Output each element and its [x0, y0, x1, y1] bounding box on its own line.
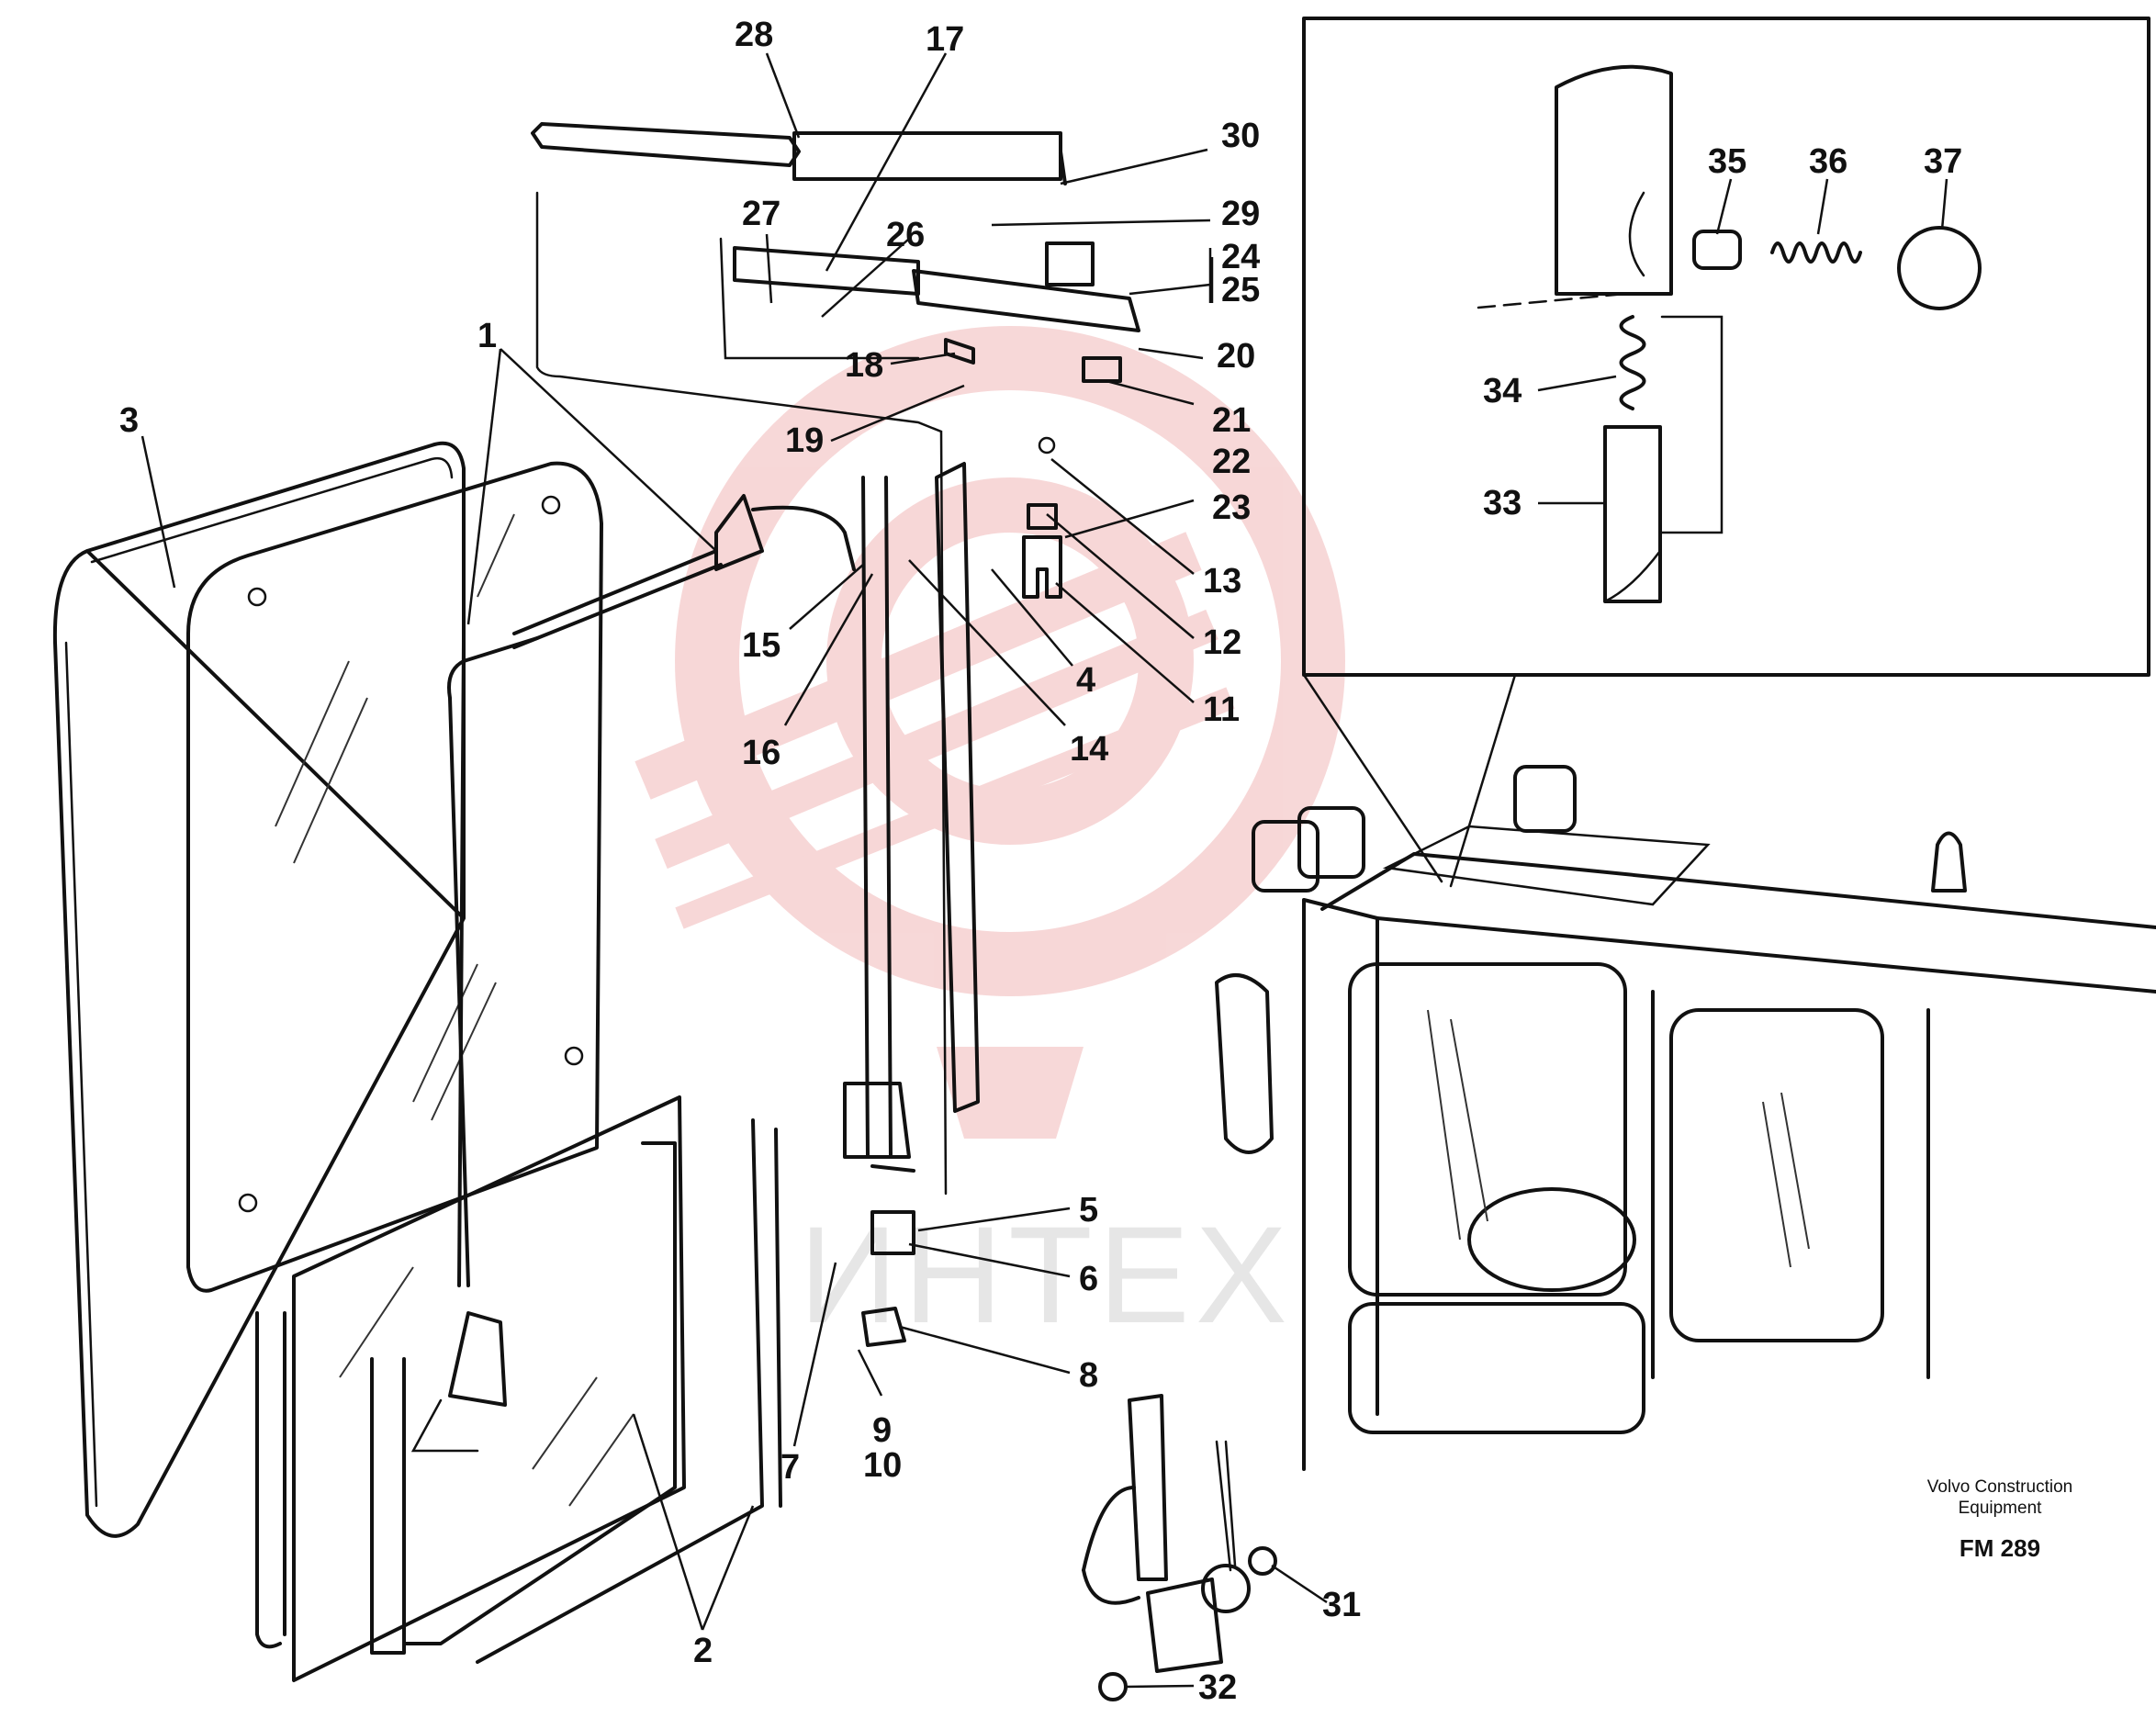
callout-9: 9 — [872, 1411, 892, 1450]
callout-26: 26 — [886, 216, 925, 254]
callout-6: 6 — [1079, 1260, 1098, 1298]
part-3-seal-frame — [52, 441, 466, 1538]
leader-lines — [140, 52, 1948, 1689]
arm-assembly — [410, 494, 856, 1453]
callout-37: 37 — [1924, 142, 1962, 181]
callout-1: 1 — [477, 317, 497, 355]
callout-33: 33 — [1483, 484, 1522, 522]
callout-31: 31 — [1322, 1586, 1361, 1624]
track-assembly — [531, 122, 1140, 1196]
callout-14: 14 — [1070, 730, 1108, 769]
detail-inset — [1302, 17, 2150, 888]
part-2-lower-glass — [255, 1095, 782, 1682]
callout-labels: 28 17 30 29 27 26 24 25 18 20 21 22 19 2… — [119, 16, 1962, 1707]
credit-line-1: Volvo Construction — [1927, 1477, 2072, 1497]
callout-32: 32 — [1198, 1668, 1237, 1707]
callout-3: 3 — [119, 401, 139, 440]
callout-12: 12 — [1203, 623, 1241, 662]
callout-29: 29 — [1221, 195, 1260, 233]
callout-7: 7 — [780, 1448, 800, 1487]
callout-16: 16 — [742, 734, 780, 772]
watermark-text: ИНТЕХ — [799, 1197, 1293, 1352]
callout-24: 24 — [1221, 238, 1260, 276]
callout-35: 35 — [1708, 142, 1746, 181]
callout-19: 19 — [785, 421, 824, 460]
callout-18: 18 — [845, 346, 883, 385]
callout-5: 5 — [1079, 1191, 1098, 1229]
figure-code: FM 289 — [1959, 1534, 2040, 1562]
callout-25: 25 — [1221, 271, 1260, 309]
callout-28: 28 — [735, 16, 773, 54]
callout-8: 8 — [1079, 1356, 1098, 1395]
callout-21: 21 — [1212, 401, 1251, 440]
callout-34: 34 — [1483, 372, 1522, 410]
watermark-logo — [634, 326, 1345, 1139]
callout-27: 27 — [742, 195, 780, 233]
callout-2: 2 — [693, 1632, 713, 1670]
callout-36: 36 — [1809, 142, 1847, 181]
callout-22: 22 — [1212, 443, 1251, 481]
callout-10: 10 — [863, 1446, 902, 1485]
callout-15: 15 — [742, 626, 780, 665]
hinge-assembly — [1082, 1394, 1277, 1701]
credit-block: Volvo Construction Equipment FM 289 — [1927, 1477, 2072, 1562]
callout-13: 13 — [1203, 562, 1241, 601]
part-1-upper-glass — [186, 461, 603, 1293]
callout-23: 23 — [1212, 488, 1251, 527]
callout-30: 30 — [1221, 117, 1260, 155]
callout-4: 4 — [1076, 661, 1095, 700]
cab-drawing — [1215, 765, 2156, 1471]
callout-11: 11 — [1203, 690, 1240, 729]
credit-line-2: Equipment — [1959, 1499, 2043, 1518]
callout-20: 20 — [1217, 337, 1255, 376]
callout-17: 17 — [926, 20, 964, 59]
